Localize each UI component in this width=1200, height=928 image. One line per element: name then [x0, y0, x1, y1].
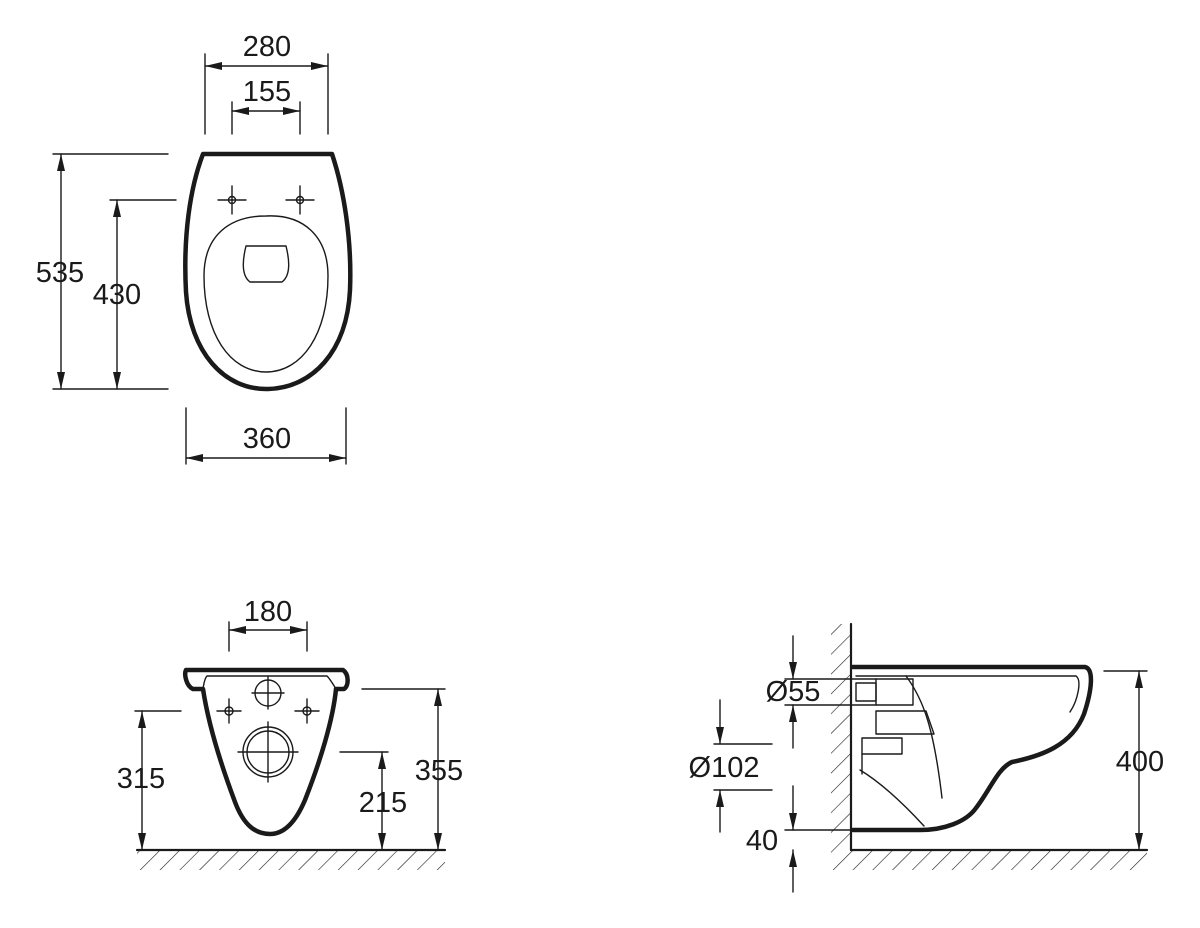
dim-280-label: 280 — [243, 31, 291, 63]
top-view-flush-outlet — [242, 245, 290, 283]
top-view-mount-hole-right — [285, 185, 315, 215]
dim-180-label: 180 — [244, 596, 292, 628]
side-view: Ø55 Ø102 40 400 — [689, 622, 1164, 893]
dim-535: 535 — [36, 153, 169, 390]
dim-400: 400 — [1103, 670, 1164, 851]
dim-40: 40 — [746, 785, 854, 893]
dim-155-label: 155 — [243, 76, 291, 108]
dim-355: 355 — [361, 688, 463, 851]
dim-355-label: 355 — [415, 755, 463, 787]
dim-215: 215 — [339, 751, 407, 851]
dim-360-label: 360 — [243, 423, 291, 455]
dim-d102: Ø102 — [689, 699, 773, 833]
front-view-bolt-left — [216, 698, 242, 724]
dim-40-label: 40 — [746, 825, 778, 857]
dim-430-label: 430 — [93, 279, 141, 311]
dim-215-label: 215 — [359, 787, 407, 819]
top-view: 280 155 535 430 — [36, 31, 353, 465]
side-view-wall-hatch — [831, 624, 851, 850]
dim-360: 360 — [185, 407, 347, 465]
dim-d55: Ø55 — [766, 635, 877, 749]
side-view-body — [850, 664, 1094, 833]
front-view-bolt-right — [294, 698, 320, 724]
front-view-floor-hatch — [137, 850, 445, 870]
dim-430: 430 — [93, 199, 177, 390]
side-view-inlet — [875, 678, 914, 706]
dim-315: 315 — [117, 710, 182, 851]
dim-315-label: 315 — [117, 763, 165, 795]
dim-535-label: 535 — [36, 257, 84, 289]
dim-280: 280 — [204, 31, 329, 135]
dim-155: 155 — [231, 76, 301, 135]
front-view: 180 315 215 355 — [117, 596, 463, 870]
top-view-outline — [183, 151, 353, 392]
dim-d55-label: Ø55 — [766, 676, 821, 708]
side-view-floor-hatch — [831, 850, 1147, 870]
dim-400-label: 400 — [1116, 746, 1164, 778]
top-view-mount-hole-left — [217, 185, 247, 215]
dim-180: 180 — [228, 596, 308, 652]
top-view-bowl-opening — [203, 215, 329, 373]
dim-d102-label: Ø102 — [689, 752, 760, 784]
